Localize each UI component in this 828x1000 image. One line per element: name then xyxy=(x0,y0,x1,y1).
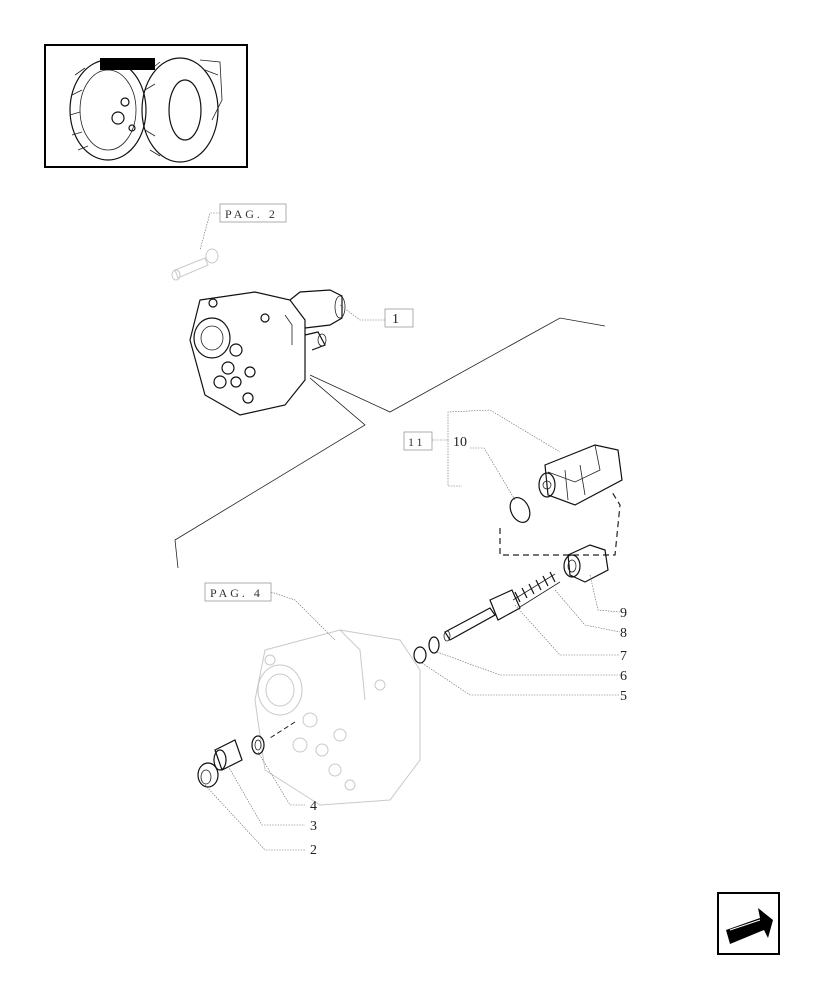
callout-8[interactable]: 8 xyxy=(620,626,627,641)
ref-pag4-box[interactable]: PAG. 4 xyxy=(204,582,272,602)
back-arrow-icon[interactable] xyxy=(717,892,780,955)
callout-10[interactable]: 10 xyxy=(453,435,467,450)
callout-9[interactable]: 9 xyxy=(620,606,627,621)
ring-6 xyxy=(428,636,440,654)
callout-2[interactable]: 2 xyxy=(310,843,317,858)
callout-1[interactable]: 1 xyxy=(384,308,414,328)
svg-text:11: 11 xyxy=(408,435,426,449)
callout-3[interactable]: 3 xyxy=(310,819,317,834)
spring-8 xyxy=(512,571,561,608)
o-ring-10 xyxy=(509,497,531,523)
cap-9 xyxy=(563,544,609,583)
washer-4 xyxy=(251,735,265,755)
callout-5[interactable]: 5 xyxy=(620,689,627,704)
nut-3 xyxy=(213,739,243,771)
cap-2 xyxy=(197,762,219,788)
ref-pag2-text: PAG. 2 xyxy=(225,207,278,221)
pump-assembly xyxy=(189,289,346,416)
ghost-pump-body xyxy=(254,629,421,806)
ref-11-box[interactable]: 11 xyxy=(403,431,433,451)
valve-plug xyxy=(538,444,623,506)
callout-4[interactable]: 4 xyxy=(310,799,317,814)
ref-pag2-box[interactable]: PAG. 2 xyxy=(219,203,287,223)
bolt-icon xyxy=(171,248,219,281)
callout-6[interactable]: 6 xyxy=(620,669,627,684)
piston-7 xyxy=(443,589,521,642)
svg-text:PAG. 4: PAG. 4 xyxy=(210,586,263,600)
ring-5 xyxy=(413,646,427,664)
svg-text:1: 1 xyxy=(392,312,399,327)
tractor-thumbnail-icon[interactable] xyxy=(44,44,248,168)
callout-7[interactable]: 7 xyxy=(620,649,627,664)
